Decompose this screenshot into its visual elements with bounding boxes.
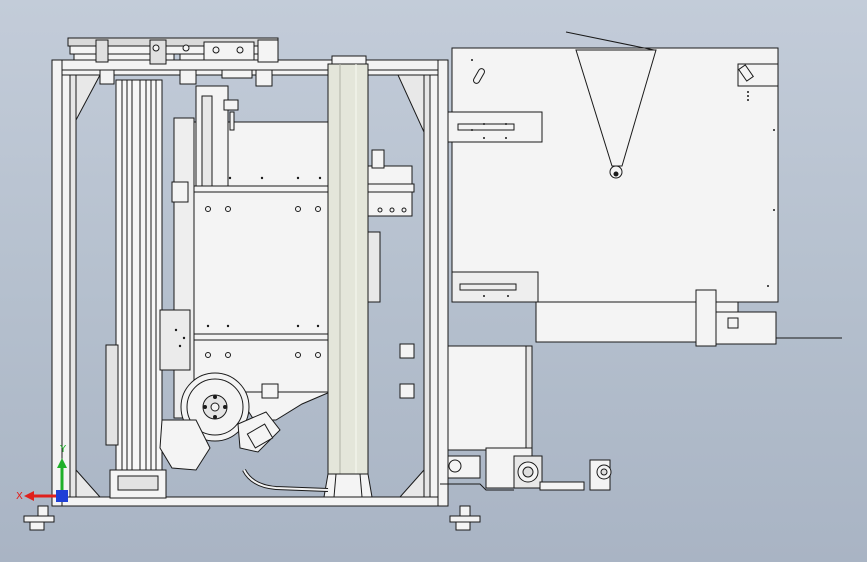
hopper-panel (447, 31, 842, 347)
axis-triad: Y X (16, 444, 68, 502)
lower-enclosure (399, 343, 612, 491)
y-axis-label: Y (59, 444, 67, 455)
leveling-foot-right (449, 505, 481, 531)
top-carriage (67, 37, 279, 87)
main-frame (51, 59, 449, 507)
sensor-bracket (195, 85, 239, 187)
x-axis-label: X (16, 491, 23, 502)
main-housing (159, 117, 335, 421)
side-mount-bracket (361, 149, 415, 303)
leveling-foot-left (23, 505, 55, 531)
central-shaft (323, 55, 373, 498)
vertical-linear-axis (105, 79, 167, 499)
gear-motor (159, 411, 329, 492)
